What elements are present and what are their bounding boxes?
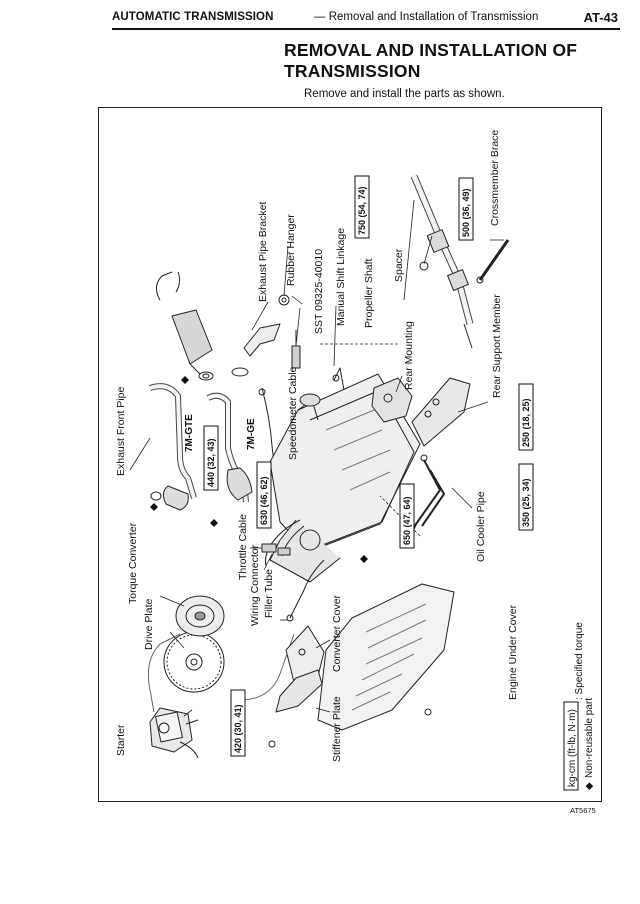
label-filler-tube: Filler Tube	[263, 569, 275, 618]
torque-box-420: 420 (30, 41)	[230, 689, 246, 757]
page-title: REMOVAL AND INSTALLATION OF TRANSMISSION	[284, 40, 578, 81]
rear-mounting-drawing	[371, 377, 413, 423]
stiffener-plate-drawing	[268, 669, 323, 748]
label-torque-converter: Torque Converter	[127, 522, 139, 604]
legend-units-box	[563, 701, 579, 791]
rear-support-member-drawing	[411, 377, 471, 447]
engine-under-cover-drawing	[317, 583, 455, 731]
wiring-harness-drawing	[261, 519, 305, 567]
torque-box-350: 350 (25, 34)	[518, 463, 534, 531]
crossmember-brace-drawing	[478, 239, 510, 281]
svg-text:250 (18, 25): 250 (18, 25)	[521, 398, 531, 447]
label-propeller-shaft: Propeller Shaft	[363, 258, 375, 328]
svg-text:420 (30, 41): 420 (30, 41)	[233, 704, 243, 753]
label-converter-cover: Converter Cover	[331, 594, 343, 672]
svg-text:630 (46, 62): 630 (46, 62)	[259, 476, 269, 525]
leader-lines	[129, 199, 504, 713]
torque-converter-drawing	[175, 595, 225, 637]
torque-specs: 420 (30, 41) 440 (32, 43) 630 (46, 62) 6…	[203, 175, 534, 757]
torque-box-250: 250 (18, 25)	[518, 383, 534, 451]
page-subtitle: Remove and install the parts as shown.	[304, 88, 505, 100]
label-engine-under-cover: Engine Under Cover	[507, 604, 519, 700]
header-subsection: — Removal and Installation of Transmissi…	[314, 11, 539, 23]
legend: kg-cm (ft-lb, N·m) : Specified torque ◆ …	[563, 622, 595, 791]
torque-box-440: 440 (32, 43)	[203, 425, 219, 491]
label-7m-ge: 7M-GE	[246, 418, 257, 450]
svg-text:440 (32, 43): 440 (32, 43)	[206, 438, 216, 487]
catalytic-converter-drawing	[156, 271, 213, 375]
svg-text:350 (25, 34): 350 (25, 34)	[521, 478, 531, 527]
torque-box-500: 500 (36, 49)	[458, 177, 474, 241]
label-sst: SST 09325-40010	[313, 249, 325, 334]
label-speedometer-cable: Speedometer Cable	[287, 366, 299, 460]
exhaust-front-pipe-ge-drawing	[198, 371, 253, 503]
nonreusable-diamond-marker	[181, 376, 189, 384]
page-header: AUTOMATIC TRANSMISSION — Removal and Ins…	[112, 6, 620, 30]
label-throttle-cable: Throttle Cable	[237, 514, 249, 580]
legend-units: kg-cm (ft-lb, N·m)	[567, 709, 578, 787]
label-wiring-connector: Wiring Connector	[249, 544, 261, 626]
legend-units-desc: : Specified torque	[574, 622, 585, 700]
label-spacer: Spacer	[393, 248, 405, 282]
nonreusable-diamond-marker	[210, 519, 218, 527]
svg-text:750 (54, 74): 750 (54, 74)	[357, 186, 367, 235]
label-crossmember-brace: Crossmember Brace	[489, 130, 501, 226]
sst-tool-drawing	[291, 330, 301, 369]
starter-drawing	[149, 707, 199, 759]
label-manual-shift-linkage: Manual Shift Linkage	[335, 228, 347, 326]
svg-text:500 (36, 49): 500 (36, 49)	[461, 188, 471, 237]
filler-tube-drawing	[289, 559, 325, 619]
label-rubber-hanger: Rubber Hanger	[285, 214, 297, 286]
label-rear-mounting: Rear Mounting	[403, 321, 415, 390]
nonreusable-diamond-marker	[360, 555, 368, 563]
torque-box-650: 650 (47, 64)	[399, 483, 415, 549]
label-rear-support-member: Rear Support Member	[491, 294, 503, 398]
torque-box-630: 630 (46, 62)	[256, 461, 272, 529]
nonreusable-diamond-marker	[150, 503, 158, 511]
label-drive-plate: Drive Plate	[143, 598, 155, 650]
figure-frame	[98, 107, 602, 802]
label-stiffener-plate: Stiffener Plate	[331, 696, 343, 762]
svg-text:650 (47, 64): 650 (47, 64)	[402, 496, 412, 545]
spacer-drawing	[419, 261, 429, 271]
figure-id: AT5675	[570, 806, 596, 815]
label-starter: Starter	[115, 724, 127, 756]
label-7m-gte: 7M-GTE	[184, 414, 195, 452]
manual-shift-linkage-drawing	[332, 367, 345, 391]
nonreusable-markers	[150, 376, 368, 563]
exhaust-front-pipe-drawing	[149, 383, 197, 511]
drive-plate-drawing	[163, 631, 225, 693]
label-oil-cooler-pipe: Oil Cooler Pipe	[475, 491, 487, 562]
propeller-shaft-drawing	[410, 174, 474, 349]
exhaust-pipe-bracket-drawing	[231, 294, 290, 377]
label-exhaust-front-pipe: Exhaust Front Pipe	[115, 387, 127, 476]
page-number: AT-43	[583, 10, 618, 25]
legend-nonreusable-desc: Non-reusable part	[584, 698, 595, 778]
header-section: AUTOMATIC TRANSMISSION	[112, 11, 274, 23]
torque-box-750: 750 (54, 74)	[354, 175, 370, 239]
legend-nonreusable-symbol: ◆	[584, 782, 595, 790]
label-exhaust-pipe-bracket: Exhaust Pipe Bracket	[257, 202, 269, 302]
